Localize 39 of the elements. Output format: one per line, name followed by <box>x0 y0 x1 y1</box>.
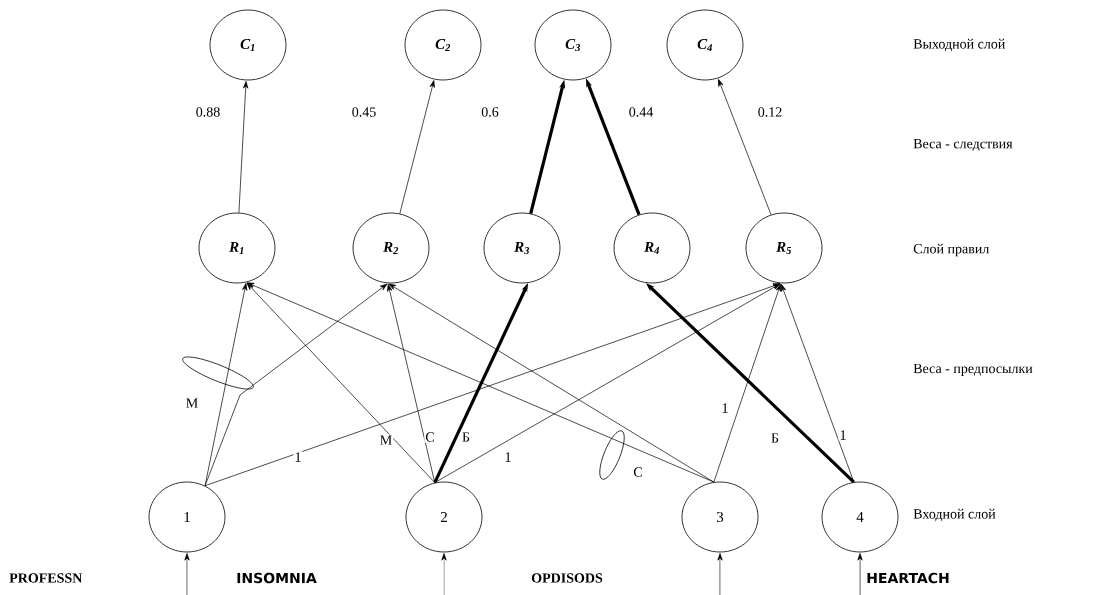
edge-label: М <box>378 434 394 446</box>
arrow <box>246 282 715 483</box>
arrow <box>246 282 436 483</box>
input-name: HEARTACH <box>867 572 949 584</box>
edge-label: 0.45 <box>350 106 378 118</box>
layer-label: Веса - предпосылки <box>913 363 1033 377</box>
arrow <box>434 283 781 483</box>
arrow <box>399 80 435 214</box>
group-label: С <box>633 467 642 477</box>
edge-label: 1 <box>503 451 513 463</box>
edge-label: 1 <box>838 429 848 441</box>
input-name: INSOMNIA <box>237 572 317 584</box>
arrow <box>717 553 723 595</box>
arrow <box>387 284 436 483</box>
arrow <box>238 81 249 213</box>
input-name: OPDISODS <box>531 573 603 583</box>
arrow <box>780 283 855 483</box>
arrow <box>184 553 190 595</box>
edge-label: Б <box>461 431 471 443</box>
arrow <box>388 283 715 483</box>
layer-label: Выходной слой <box>913 38 1005 52</box>
edge-label: С <box>424 431 436 443</box>
arrow <box>718 79 772 216</box>
edge-label: 0.12 <box>756 106 784 118</box>
arrow <box>857 553 863 595</box>
arrow <box>204 283 781 487</box>
layer-label: Входной слой <box>913 508 996 522</box>
edge-label: 0.6 <box>480 106 500 118</box>
edge-label: 1 <box>720 402 730 414</box>
edge-label: Б <box>770 432 781 444</box>
group-label: М <box>186 398 198 408</box>
arrow <box>713 284 781 483</box>
edge-label: 1 <box>293 451 303 463</box>
arrow <box>204 283 388 487</box>
edge-label: 0.88 <box>194 106 222 118</box>
edge-label: 0.44 <box>627 106 655 118</box>
input-name: PROFESSN <box>9 573 83 583</box>
layer-label: Слой правил <box>913 243 989 257</box>
layer-label: Веса - следствия <box>913 139 1013 151</box>
